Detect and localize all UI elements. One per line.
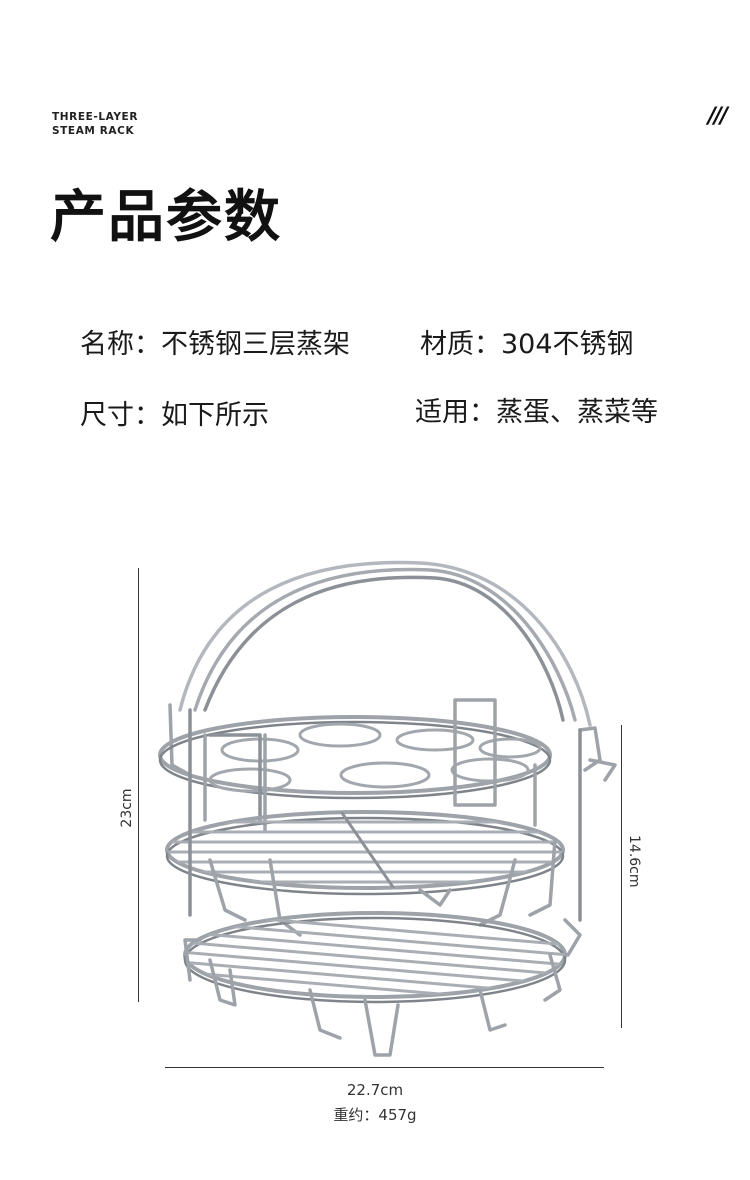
steam-rack-image: [158, 560, 617, 1057]
spec-material: 材质：304不锈钢: [420, 329, 634, 360]
brand-line-1: THREE-LAYER: [52, 111, 139, 123]
brand-logo-text: THREE-LAYER STEAM RACK: [52, 110, 138, 138]
spec-name: 名称：不锈钢三层蒸架: [80, 329, 350, 360]
layer-height-dimension-line: [621, 725, 622, 1028]
weight-label: 重约：457g: [333, 1106, 417, 1124]
width-dimension-line: [165, 1067, 604, 1068]
spec-usage: 适用：蒸蛋、蒸菜等: [415, 397, 658, 428]
height-dimension-line: [138, 568, 139, 1002]
width-dimension-label: 22.7cm: [346, 1081, 404, 1099]
spec-size: 尺寸：如下所示: [80, 400, 269, 431]
page-title: 产品参数: [50, 185, 282, 250]
height-dimension-label: 23cm: [119, 788, 135, 828]
layer-height-dimension-label: 14.6cm: [626, 835, 642, 888]
slash-mark-icon: ///: [707, 104, 728, 129]
brand-line-2: STEAM RACK: [52, 125, 135, 137]
